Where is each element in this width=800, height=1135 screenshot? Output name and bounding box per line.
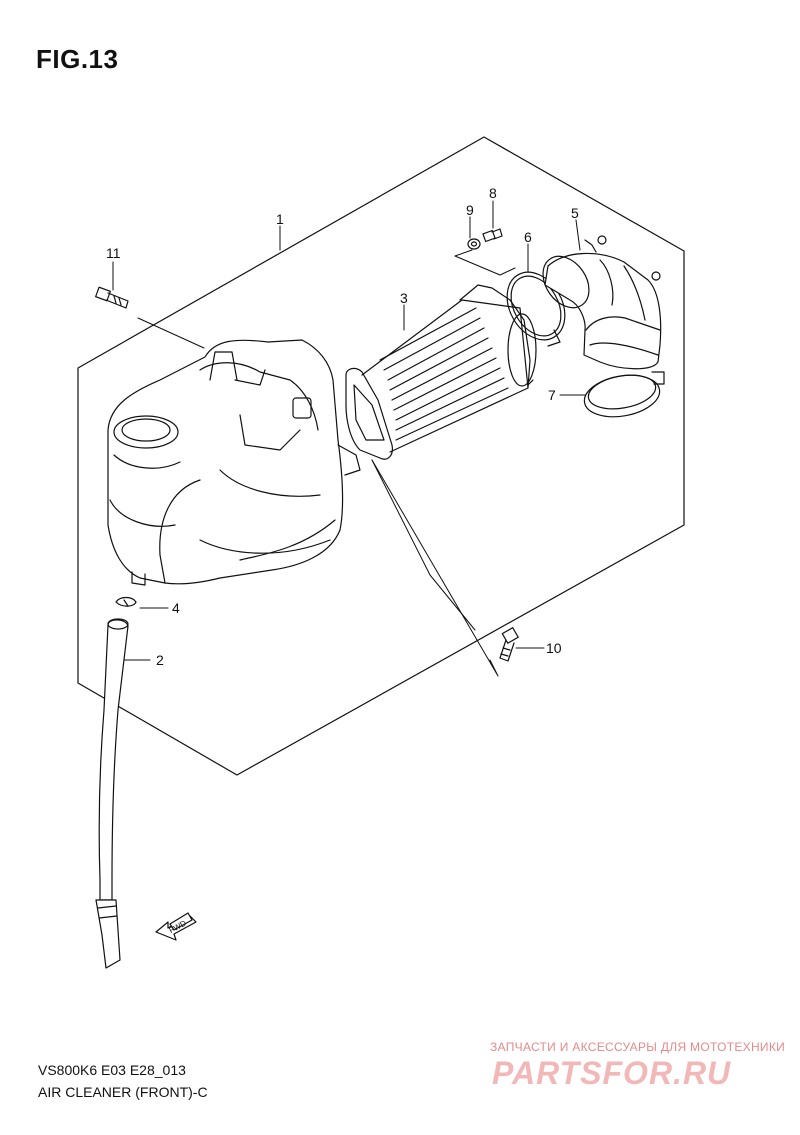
part-5-intake-duct[interactable] [534,235,662,370]
fwd-arrow-icon: FWD [155,912,197,941]
watermark-logo: PARTSFOR.RU [492,1055,732,1091]
part-3-filter-element[interactable] [345,284,537,460]
model-code: VS800K6 E03 E28_013 [38,1062,186,1078]
callout-4: 4 [172,600,180,616]
callout-labels: 1 2 3 4 5 6 7 8 9 10 11 [106,185,579,668]
part-2-drain-hose[interactable] [95,618,129,969]
figure-title: FIG.13 [36,44,119,74]
leader-lines [112,200,586,677]
callout-7: 7 [548,387,556,403]
callout-10: 10 [546,640,562,656]
part-10-bolt[interactable] [499,627,519,662]
callout-6: 6 [524,229,532,245]
part-1-air-cleaner-box[interactable] [107,339,361,586]
section-name: AIR CLEANER (FRONT)-C [38,1084,208,1100]
part-7-clamp[interactable] [581,370,665,423]
callout-3: 3 [400,290,408,306]
callout-2: 2 [156,652,164,668]
part-8-bolt[interactable] [482,228,503,243]
part-11-bolt[interactable] [95,286,129,309]
part-4-clip[interactable] [115,596,137,607]
callout-8: 8 [489,185,497,201]
callout-9: 9 [466,202,474,218]
callout-11: 11 [106,245,121,261]
callout-5: 5 [571,205,579,221]
part-9-washer[interactable] [467,238,481,250]
callout-1: 1 [276,211,284,227]
assembly-boundary [77,136,685,776]
watermark-tagline: ЗАПЧАСТИ И АКСЕССУАРЫ ДЛЯ МОТОТЕХНИКИ [490,1040,786,1054]
